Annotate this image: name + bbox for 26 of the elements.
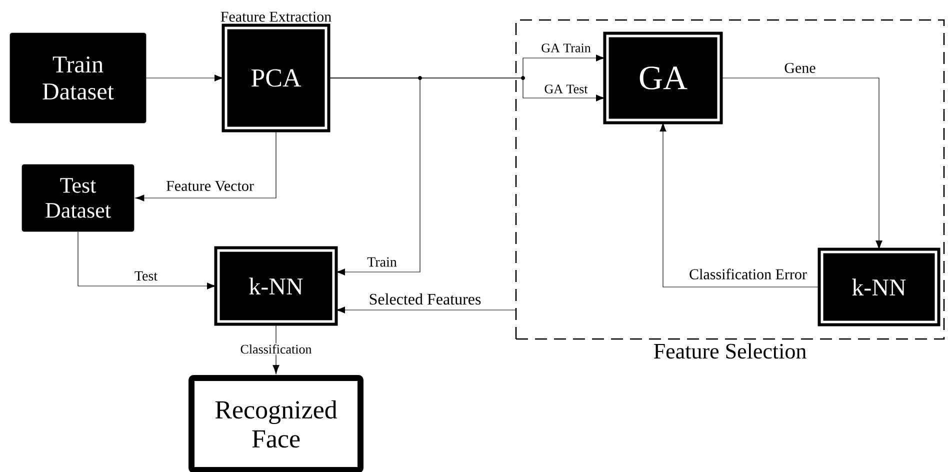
result-box: Recognized Face: [188, 375, 364, 472]
arrow: [327, 78, 420, 276]
dataset-box: Train Dataset: [10, 32, 146, 124]
process-box: k-NN: [214, 246, 338, 326]
edge-label: Classification: [239, 343, 313, 355]
edge-label: Selected Features: [368, 292, 482, 306]
process-box: Feature Extraction PCA: [220, 12, 332, 132]
process-box: k-NN: [818, 248, 940, 326]
edge-label: Classification Error: [688, 268, 808, 280]
dataset-box: Test Dataset: [22, 164, 134, 232]
arrow: [135, 129, 276, 202]
arrow: [720, 78, 882, 250]
node-label: Feature Selection: [654, 343, 806, 359]
arrow: [146, 74, 224, 82]
edge-label: GA Test: [543, 84, 589, 94]
edge-label: Feature Vector: [165, 180, 255, 192]
arrow: [660, 122, 821, 288]
node-label: Feature Extraction: [220, 12, 332, 22]
edge-label: Train: [366, 256, 398, 268]
edge-label: GA Train: [540, 42, 592, 54]
arrow: [336, 306, 516, 314]
process-box: GA: [603, 32, 723, 124]
arrow: [78, 231, 216, 290]
arrow: [272, 322, 280, 374]
edge-label: Gene: [783, 62, 817, 74]
edge-label: Test: [133, 270, 159, 282]
